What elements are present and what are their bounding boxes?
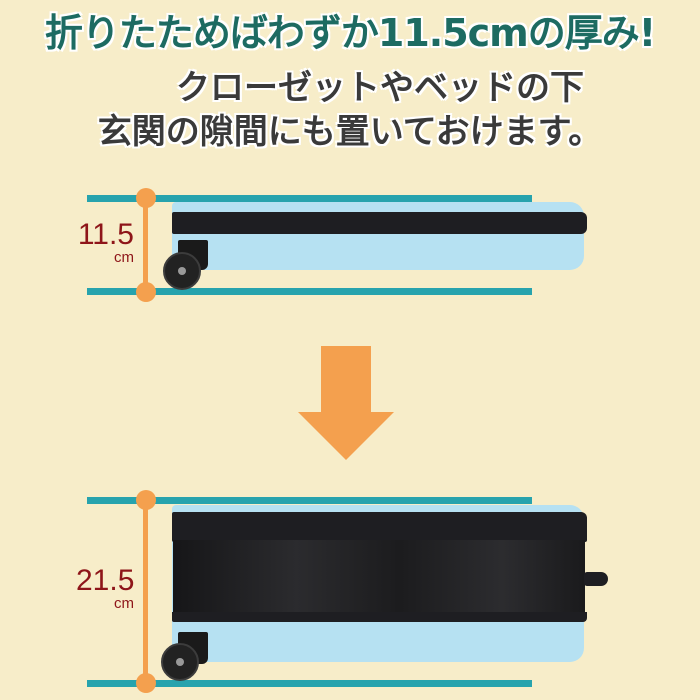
expanded-value: 21.5 bbox=[76, 564, 135, 597]
zipper-band bbox=[172, 212, 587, 234]
zipper-band-bottom bbox=[172, 612, 587, 622]
top-measure-line bbox=[87, 195, 532, 202]
top-measure-line bbox=[87, 497, 532, 504]
height-bar bbox=[143, 500, 148, 682]
folded-value: 11.5 bbox=[77, 218, 134, 251]
folded-unit: cm bbox=[114, 249, 134, 266]
bottom-dot bbox=[136, 282, 156, 302]
zipper-band-top bbox=[172, 512, 587, 542]
bottom-dot bbox=[136, 673, 156, 693]
down-arrow-icon-head bbox=[298, 412, 394, 460]
headline: 折りたためばわずか11.5cmの厚み! bbox=[44, 11, 656, 55]
side-handle bbox=[584, 572, 608, 586]
subtext-line-1: クローゼットやベッドの下 bbox=[176, 68, 584, 108]
wheel bbox=[161, 643, 199, 681]
down-arrow-icon bbox=[321, 346, 371, 414]
expanded-unit: cm bbox=[114, 595, 134, 612]
bottom-measure-line bbox=[87, 680, 532, 687]
bottom-measure-line bbox=[87, 288, 532, 295]
wheel bbox=[163, 252, 201, 290]
top-dot bbox=[136, 490, 156, 510]
height-bar bbox=[143, 198, 148, 290]
expanded-measurement: 21.5 cm bbox=[76, 566, 134, 612]
folded-measurement: 11.5 cm bbox=[76, 220, 134, 266]
subtext-line-2: 玄関の隙間にも置いておけます。 bbox=[97, 112, 603, 152]
expansion-mesh bbox=[173, 540, 585, 616]
top-dot bbox=[136, 188, 156, 208]
